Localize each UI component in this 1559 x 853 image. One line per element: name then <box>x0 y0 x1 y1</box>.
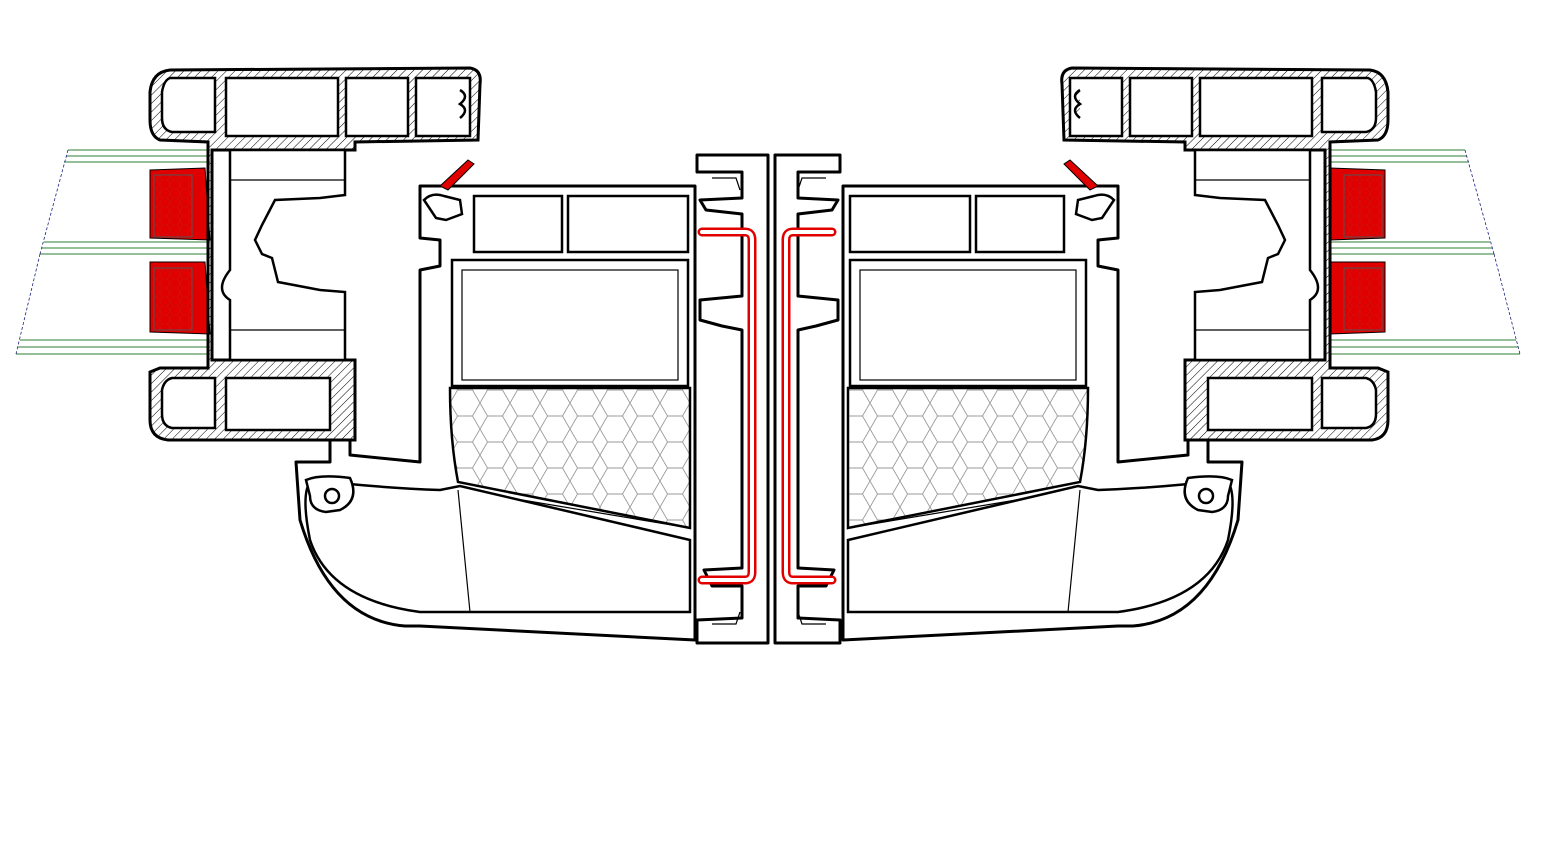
right-leaf-foam-insulation <box>846 386 1090 530</box>
right-glass-lines <box>1330 149 1521 355</box>
left-leaf-clip <box>422 193 464 222</box>
left-leaf-steel-chamber <box>450 258 690 388</box>
right-sash-profile <box>1060 66 1390 442</box>
left-sash-profile <box>148 66 482 442</box>
left-sash-chamber-b <box>224 76 340 138</box>
left-leaf-top-gasket <box>439 159 475 191</box>
left-leaf-bottom-chamber <box>304 478 692 614</box>
left-sash-chamber-f <box>224 376 332 432</box>
right-sash-chamber-e <box>1320 376 1378 430</box>
right-leaf-top-cell-b <box>848 194 972 254</box>
right-leaf-bottom-chamber <box>846 478 1234 614</box>
right-glazing-spacer-top <box>1329 167 1386 241</box>
right-sash-chamber-b <box>1198 76 1314 138</box>
right-leaf-top-cell-a <box>974 194 1066 254</box>
right-steel-reinforcement <box>781 227 837 585</box>
right-glazing-unit <box>1329 149 1521 355</box>
right-sash-core <box>1193 148 1320 362</box>
left-leaf-top-cell-a <box>472 194 564 254</box>
left-glazing-unit <box>15 149 211 355</box>
right-leaf-top-gasket <box>1063 159 1099 191</box>
right-glazing-spacer-bottom <box>1329 261 1386 335</box>
left-sash-chamber-c <box>344 76 410 138</box>
right-leaf-hook-hole <box>1197 487 1215 505</box>
left-glazing-spacer-top <box>149 167 211 241</box>
left-sash-chamber-a <box>160 76 217 134</box>
left-leaf-hook-hole <box>323 487 341 505</box>
left-steel-reinforcement <box>697 227 757 585</box>
left-leaf-top-cell-b <box>566 194 690 254</box>
right-sash-chamber-f <box>1206 376 1314 432</box>
left-sash-core <box>220 148 347 362</box>
right-leaf-profile <box>841 159 1244 642</box>
left-leaf-foam-insulation <box>448 386 692 530</box>
left-glazing-spacer-bottom <box>149 261 211 335</box>
right-sash-chamber-a <box>1320 76 1378 134</box>
left-glass-lines <box>15 149 210 355</box>
right-sash-chamber-d <box>1068 76 1124 138</box>
mullion-right-half <box>773 153 842 645</box>
right-leaf-steel-chamber <box>848 258 1088 388</box>
right-sash-chamber-c <box>1128 76 1194 138</box>
left-sash-chamber-e <box>160 376 217 430</box>
left-leaf-profile <box>294 159 697 642</box>
right-leaf-clip <box>1074 193 1116 222</box>
left-sash-chamber-d <box>414 76 472 138</box>
